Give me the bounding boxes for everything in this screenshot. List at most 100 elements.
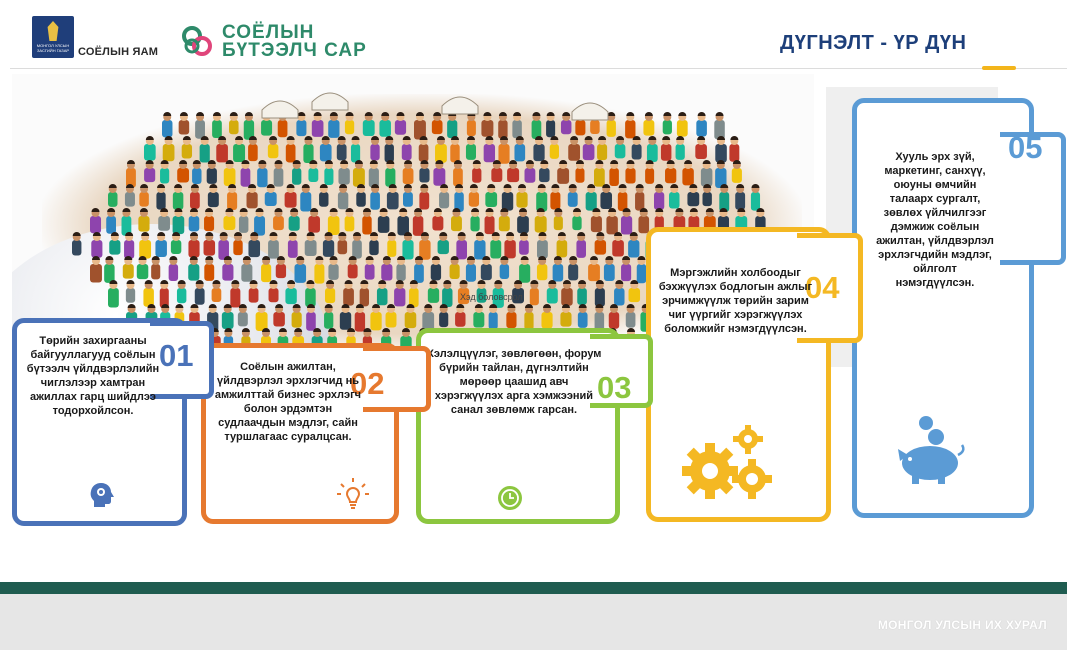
person-figure <box>612 232 624 257</box>
person-figure <box>124 184 135 207</box>
person-figure <box>396 256 406 281</box>
card-04-text: Мэргэжлийн холбоодыг бэхжүүлэх бодлогын … <box>658 267 813 335</box>
person-figure <box>291 304 302 328</box>
person-figure <box>108 280 119 308</box>
person-figure <box>435 136 447 163</box>
person-figure <box>356 184 366 207</box>
person-figure <box>409 280 419 308</box>
person-figure <box>284 184 297 208</box>
person-figure <box>603 256 615 281</box>
person-figure <box>304 232 317 256</box>
person-figure <box>696 112 707 137</box>
person-figure <box>207 184 219 208</box>
person-figure <box>485 184 498 208</box>
person-figure <box>294 256 307 283</box>
person-figure <box>512 112 522 139</box>
person-figure <box>439 304 449 328</box>
person-figure <box>264 184 277 207</box>
person-figure <box>212 112 222 139</box>
person-figure <box>506 304 517 329</box>
person-figure <box>419 184 430 210</box>
person-figure <box>714 112 725 140</box>
person-figure <box>233 136 246 162</box>
person-figure <box>447 112 458 139</box>
person-figure <box>369 232 379 256</box>
card-04-number: 04 <box>805 270 840 305</box>
person-figure <box>300 184 312 212</box>
title-accent-bar <box>982 66 1016 70</box>
person-figure <box>151 256 161 280</box>
person-figure <box>172 184 184 210</box>
person-figure <box>662 112 672 135</box>
person-figure <box>546 112 556 138</box>
person-figure <box>755 208 766 231</box>
person-figure <box>594 304 605 332</box>
person-figure <box>468 184 480 207</box>
person-figure <box>370 184 380 210</box>
person-figure <box>370 304 382 331</box>
person-figure <box>273 160 284 187</box>
person-figure <box>216 136 228 163</box>
person-figure <box>347 256 358 279</box>
person-figure <box>582 136 595 161</box>
person-figure <box>162 136 175 162</box>
person-figure <box>539 160 550 183</box>
person-figure <box>568 256 579 281</box>
person-figure <box>243 112 255 140</box>
person-figure <box>308 208 320 233</box>
person-figure <box>211 280 222 303</box>
person-figure <box>536 256 548 281</box>
person-figure <box>594 232 607 255</box>
person-figure <box>507 160 520 183</box>
person-figure <box>455 304 466 327</box>
person-figure <box>606 208 618 235</box>
person-figure <box>449 256 460 279</box>
person-figure <box>625 304 636 328</box>
person-figure <box>368 160 379 188</box>
person-figure <box>600 184 613 210</box>
person-figure <box>370 136 380 161</box>
person-figure <box>327 208 340 235</box>
person-figure <box>394 112 407 135</box>
person-figure <box>590 208 602 233</box>
person-figure <box>524 160 536 183</box>
person-figure <box>524 304 534 331</box>
person-figure <box>384 136 394 163</box>
person-figure <box>620 208 633 235</box>
person-figure <box>501 184 514 211</box>
person-figure <box>195 112 205 139</box>
person-figure <box>238 208 249 233</box>
person-figure <box>352 232 362 259</box>
person-figure <box>560 304 572 327</box>
person-figure <box>412 208 424 236</box>
person-figure <box>221 304 234 330</box>
person-figure <box>491 160 503 183</box>
person-figure <box>715 160 727 188</box>
card-05-tab <box>1000 132 1066 265</box>
yurt-shape <box>571 102 609 121</box>
person-figure <box>735 208 748 231</box>
person-figure <box>275 256 287 279</box>
person-figure <box>418 136 429 162</box>
person-figure <box>473 304 485 328</box>
person-figure <box>172 208 185 235</box>
person-figure <box>385 160 396 187</box>
person-figure <box>176 280 187 304</box>
piggy-bank-icon <box>898 416 965 484</box>
emblem-text: МОНГОЛ УЛСЫН ЗАСГИЙН ГАЗАР <box>36 43 70 53</box>
person-figure <box>675 136 685 160</box>
person-figure <box>385 304 397 328</box>
creative-month-logo-icon <box>182 26 212 56</box>
person-figure <box>160 160 170 184</box>
header: МОНГОЛ УЛСЫН ЗАСГИЙН ГАЗАР СОЁЛЫН ЯАМ СО… <box>0 0 1067 70</box>
person-figure <box>431 112 443 135</box>
person-figure <box>695 136 707 160</box>
person-figure <box>669 184 680 209</box>
card-03-tab <box>590 334 653 408</box>
person-figure <box>273 304 285 327</box>
person-figure <box>700 160 713 187</box>
yurt-shape <box>311 92 349 111</box>
card-05-number: 05 <box>1008 130 1043 165</box>
person-figure <box>125 280 136 303</box>
person-figure <box>178 112 190 135</box>
